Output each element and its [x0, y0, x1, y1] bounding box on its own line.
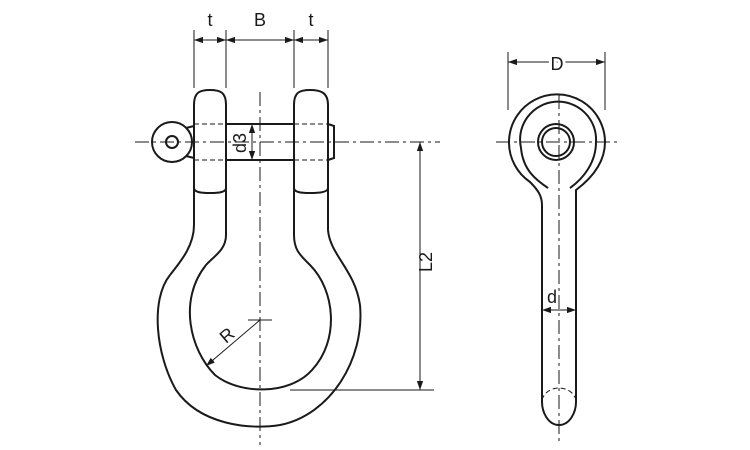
- front-view: t B t d3 L2 R: [135, 10, 440, 445]
- dim-r: [205, 319, 261, 367]
- label-d-lower: d: [547, 287, 557, 307]
- label-r: R: [216, 324, 239, 348]
- pin-head-outline: [508, 93, 607, 427]
- label-b: B: [254, 10, 266, 30]
- side-view: D d: [496, 51, 620, 445]
- label-d-upper: D: [551, 54, 564, 74]
- left-boss: [193, 88, 227, 195]
- label-l2: L2: [416, 252, 436, 272]
- label-t-right: t: [308, 10, 313, 30]
- pin-eye-neck-top: [185, 125, 195, 129]
- label-d3: d3: [230, 133, 250, 153]
- label-t-left: t: [207, 10, 212, 30]
- bow-inner: [188, 188, 332, 391]
- pin-eye-neck-bottom: [185, 155, 195, 159]
- pin-end: [327, 123, 335, 161]
- bow-outer: [156, 110, 362, 428]
- right-boss: [293, 88, 329, 195]
- pin-head-inner-ring: [519, 100, 598, 189]
